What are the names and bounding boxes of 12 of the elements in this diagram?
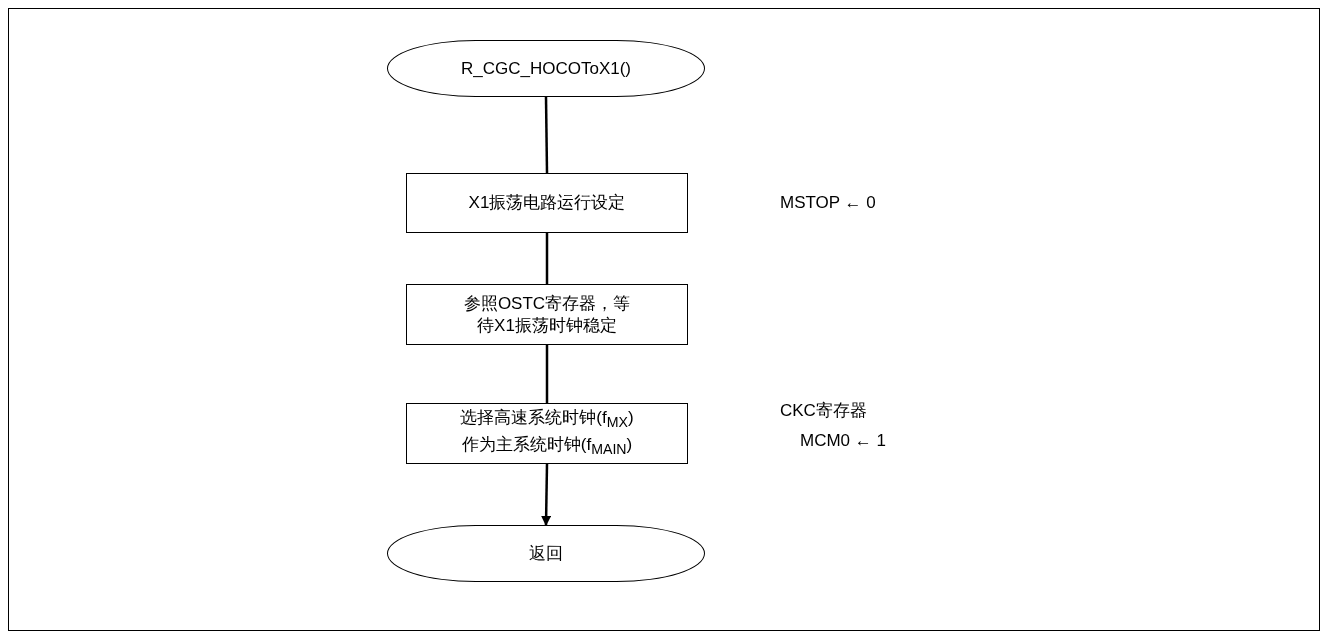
connector-line	[545, 233, 549, 284]
register-note: MCM0 ← 1	[800, 430, 886, 452]
process-box: 选择高速系统时钟(f$_{MX}$)作为主系统时钟(f$_{MAIN}$)	[406, 403, 688, 464]
register-note: CKC寄存器	[780, 400, 867, 422]
process-box: X1振荡电路运行设定	[406, 173, 688, 233]
arrow	[541, 463, 552, 526]
register-note: MSTOP ← 0	[780, 192, 876, 214]
process-box: 参照OSTC寄存器，等待X1振荡时钟稳定	[406, 284, 688, 345]
end-terminal: 返回	[387, 525, 705, 582]
connector-line	[545, 345, 549, 403]
start-terminal: R_CGC_HOCOToX1()	[387, 40, 705, 97]
connector-line	[544, 97, 549, 173]
